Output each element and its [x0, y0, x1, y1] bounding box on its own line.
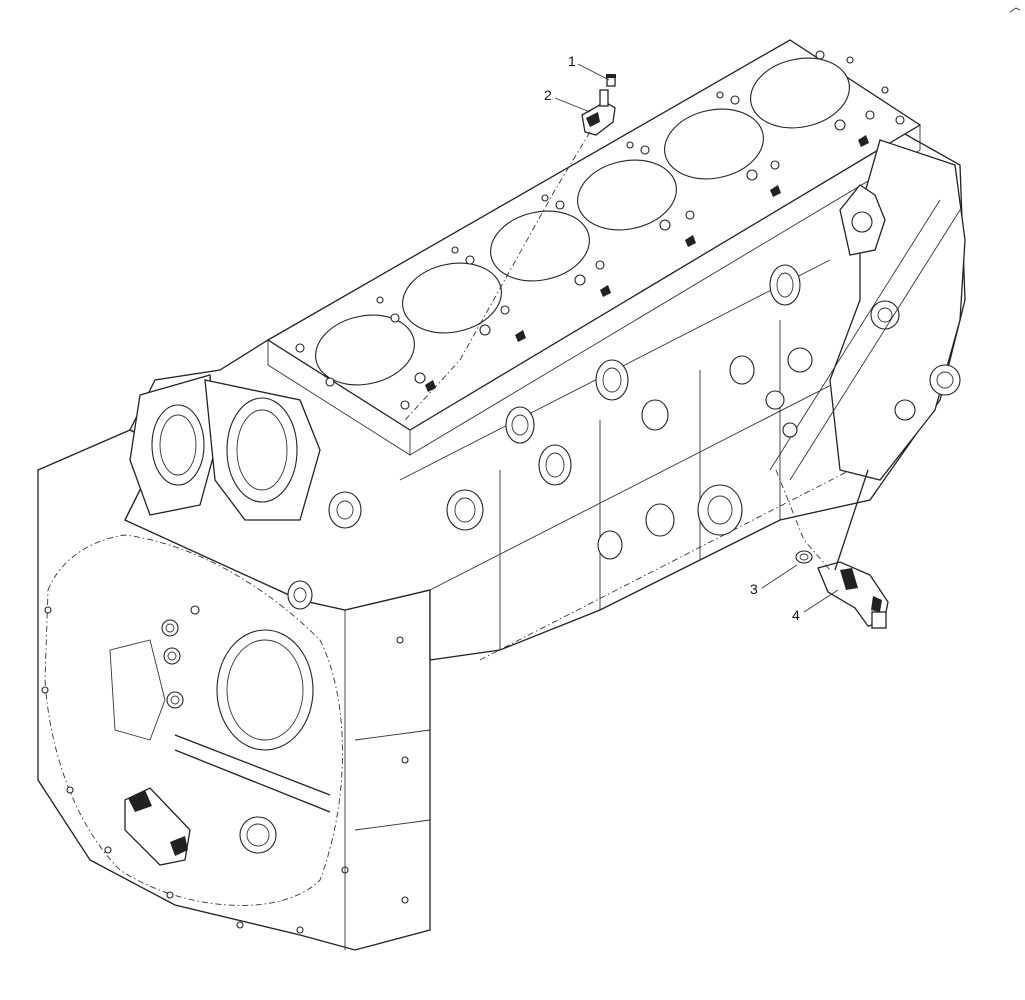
cylinder-block — [124, 39, 966, 661]
right-end-housing — [765, 139, 966, 481]
callout-2: 2 — [544, 87, 591, 113]
part-2-sensor — [581, 89, 616, 136]
part-3-seal-ring — [795, 550, 813, 564]
part-1-bolt — [606, 74, 616, 87]
housing-bolts — [41, 605, 409, 934]
front-ports — [129, 374, 321, 521]
part-2-install-line — [404, 131, 591, 421]
flywheel-housing — [37, 429, 431, 951]
cylinder-bores — [315, 57, 850, 386]
callout-3: 3 — [750, 564, 798, 597]
corner-mark — [1009, 7, 1021, 13]
callout-4: 4 — [792, 589, 839, 623]
callout-3-label: 3 — [750, 581, 758, 597]
callout-1-label: 1 — [568, 53, 576, 69]
callout-2-label: 2 — [544, 87, 552, 103]
callout-1: 1 — [568, 53, 610, 81]
callouts: 1 2 3 4 — [544, 53, 839, 623]
part-4-sensor — [817, 561, 889, 629]
deck-holes — [295, 50, 905, 410]
housing-sensor — [124, 787, 191, 866]
callout-4-label: 4 — [792, 607, 800, 623]
part-4-guide-line — [834, 469, 869, 571]
side-bosses — [287, 264, 801, 610]
